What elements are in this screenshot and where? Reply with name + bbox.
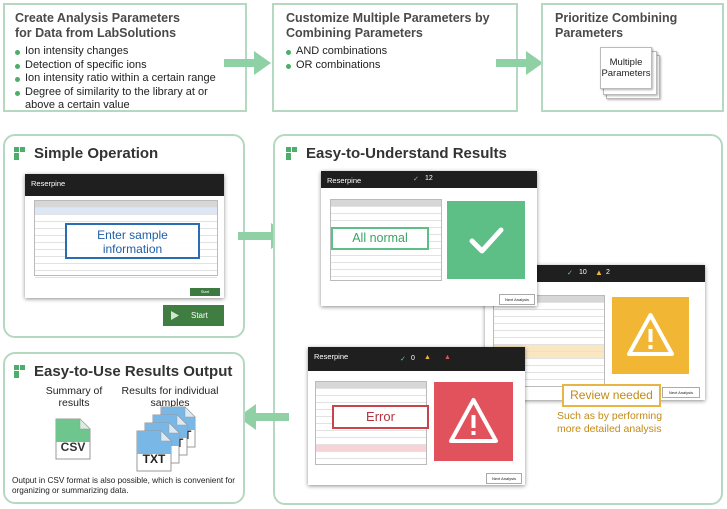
next-analysis-button[interactable]: Next Analysis <box>499 294 535 305</box>
t-label: T <box>184 428 192 442</box>
arrow-right-icon <box>224 51 271 75</box>
next-analysis-button[interactable]: Next Analysis <box>662 387 700 398</box>
section-icon <box>14 147 27 160</box>
next-analysis-button[interactable]: Next Analysis <box>486 473 522 484</box>
customize-parameters-list: AND combinations OR combinations <box>286 45 516 72</box>
list-item: Degree of similarity to the library at o… <box>15 86 215 113</box>
review-table <box>493 295 605 387</box>
create-parameters-list: Ion intensity changes Detection of speci… <box>15 45 245 113</box>
ok-count: 10 <box>579 269 587 276</box>
csv-label: CSV <box>60 440 86 454</box>
warning-icon <box>449 398 498 443</box>
checkmark-icon <box>469 227 504 254</box>
review-status-tile <box>612 297 689 374</box>
review-note: Such as by performing more detailed anal… <box>557 410 663 435</box>
review-needed-label: Review needed <box>562 384 661 407</box>
warning-icon <box>627 313 674 356</box>
warning-icon: ▲ <box>595 268 603 277</box>
warning-icon: ▲ <box>424 354 431 361</box>
parameter-stack: Multiple Parameters <box>600 47 660 99</box>
normal-status-tile <box>447 201 525 279</box>
error-label: Error <box>332 405 429 429</box>
list-item: Ion intensity ratio within a certain ran… <box>15 72 245 86</box>
results-output-panel <box>3 352 245 504</box>
check-icon: ✓ <box>400 356 406 363</box>
t-label: T <box>176 436 184 450</box>
output-note: Output in CSV format is also possible, w… <box>12 476 235 495</box>
list-item: OR combinations <box>286 59 516 73</box>
parameter-stack-label: Multiple Parameters <box>600 47 652 89</box>
check-icon: ✓ <box>567 270 573 277</box>
customize-parameters-box: Customize Multiple Parameters by Combini… <box>272 3 518 112</box>
start-button-large[interactable]: Start <box>163 305 224 326</box>
results-title: Easy-to-Understand Results <box>306 145 507 162</box>
ok-count: 12 <box>425 175 433 182</box>
start-button-label: Start <box>200 289 210 294</box>
section-icon <box>14 365 27 378</box>
error-icon: ▲ <box>444 354 451 361</box>
start-label: Start <box>191 311 208 320</box>
list-item: Ion intensity changes <box>15 45 245 59</box>
list-item: Detection of specific ions <box>15 59 245 73</box>
ok-count: 0 <box>411 355 415 362</box>
simple-operation-title: Simple Operation <box>34 145 159 162</box>
check-icon: ✓ <box>413 176 419 183</box>
app-name: Reserpine <box>31 179 66 188</box>
txt-file-stack: T T TXT <box>136 406 208 472</box>
customize-parameters-title: Customize Multiple Parameters by Combini… <box>286 11 490 40</box>
play-icon <box>171 311 179 320</box>
individual-label: Results for individual samples <box>121 385 219 409</box>
enter-sample-callout: Enter sample information <box>65 223 200 259</box>
warn-count: 2 <box>606 269 610 276</box>
create-parameters-box: Create Analysis Parameters for Data from… <box>3 3 247 112</box>
create-parameters-title: Create Analysis Parameters for Data from… <box>15 11 180 40</box>
output-title: Easy-to-Use Results Output <box>34 363 233 380</box>
app-name: Reserpine <box>327 176 362 185</box>
prioritize-parameters-title: Prioritize Combining Parameters <box>555 11 678 40</box>
txt-file-icon: TXT <box>136 430 172 472</box>
error-status-tile <box>434 382 513 461</box>
all-normal-label: All normal <box>331 227 429 250</box>
txt-label: TXT <box>142 452 166 466</box>
section-icon <box>286 147 299 160</box>
start-button[interactable]: Start <box>190 288 220 296</box>
arrow-left-icon <box>238 404 289 430</box>
csv-file-icon: CSV <box>55 418 91 460</box>
arrow-right-icon <box>496 51 543 75</box>
app-name: Reserpine <box>314 352 349 361</box>
list-item: AND combinations <box>286 45 516 59</box>
summary-label: Summary of results <box>45 385 103 409</box>
